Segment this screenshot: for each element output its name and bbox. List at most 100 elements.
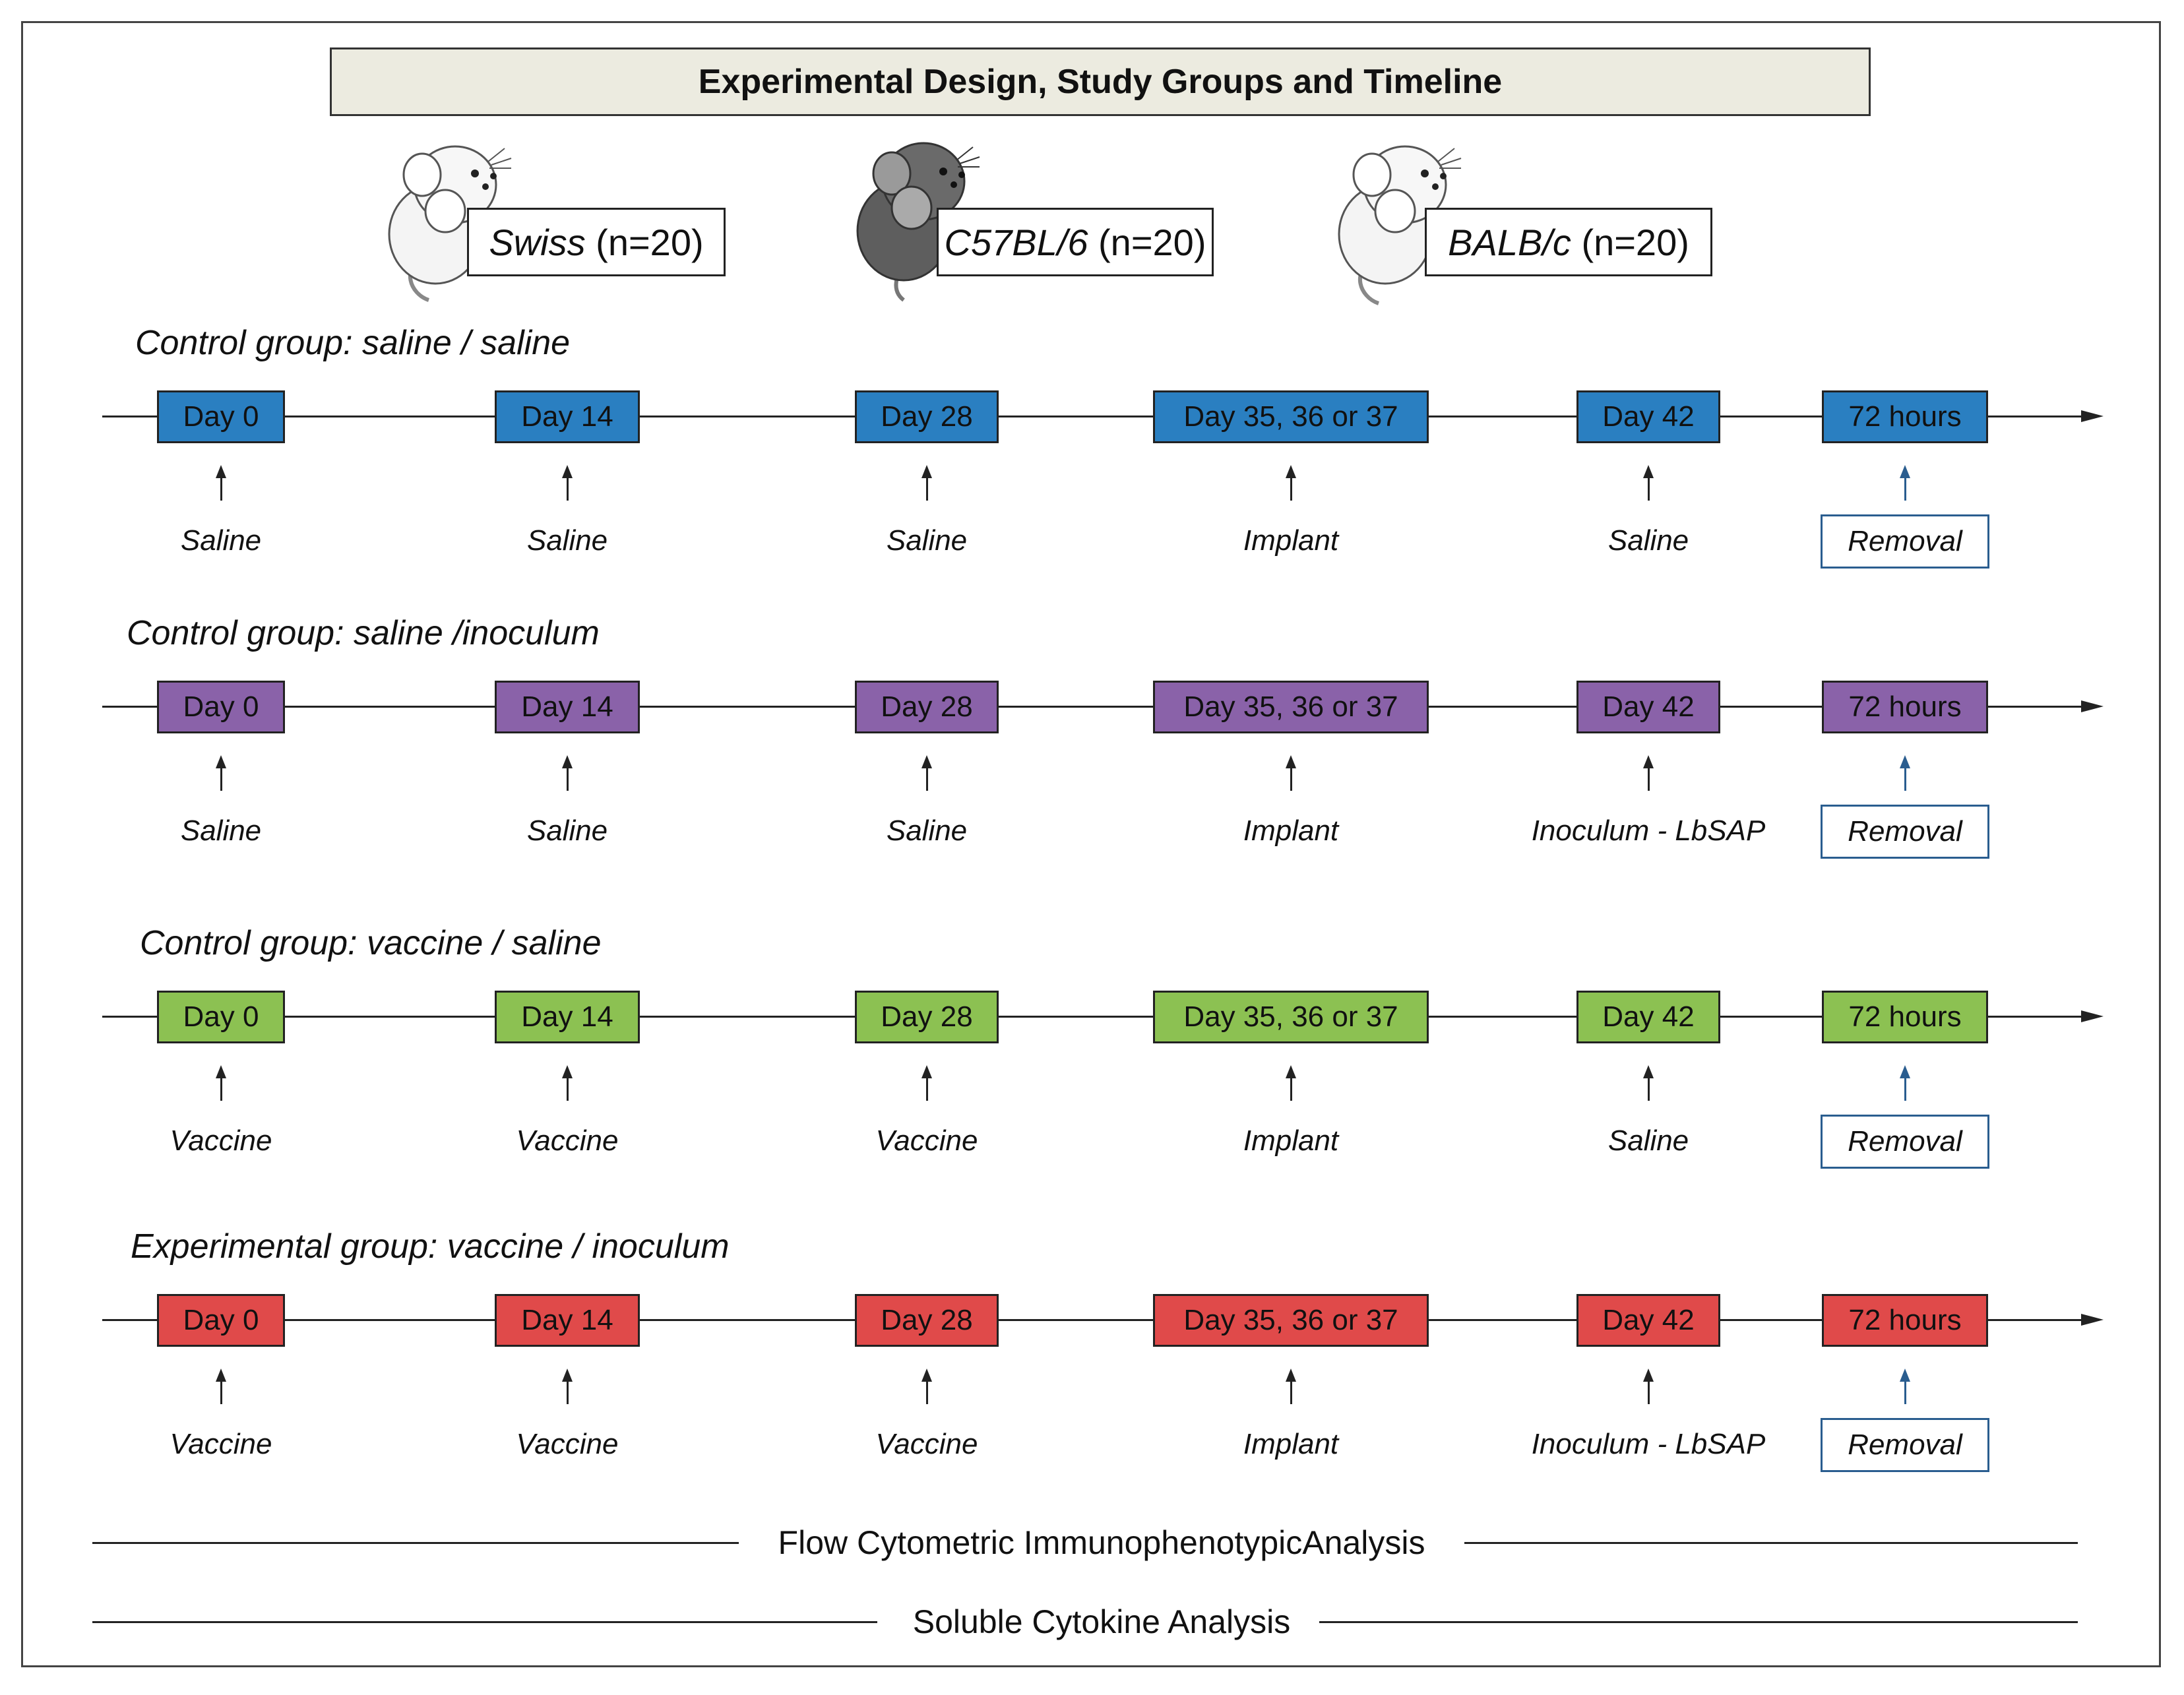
strain-label-swiss: Swiss (n=20) [467,208,726,276]
removal-box: Removal [1821,1115,1989,1169]
removal-box: Removal [1821,805,1989,859]
event-label: Saline [1607,1125,1689,1157]
timeline-arrowhead [2081,1010,2104,1022]
timepoint-box: Day 0 [157,991,285,1043]
timepoint-box: Day 28 [855,991,999,1043]
event-label: Implant [1243,1125,1339,1157]
timepoint-box: Day 42 [1576,390,1720,443]
event-label: Saline [180,524,262,557]
strain-count: (n=20) [1581,221,1689,263]
analysis-cytokine: Soluble Cytokine Analysis [92,1603,2078,1642]
strain-label-balbc: BALB/c (n=20) [1425,208,1712,276]
timepoint-box: Day 28 [855,390,999,443]
up-arrow-icon [562,755,573,792]
event-label: Inoculum - LbSAP [1531,1428,1766,1460]
event-label: Vaccine [875,1428,978,1460]
up-arrow-icon [1286,1065,1296,1102]
strain-name: C57BL/6 [944,221,1088,263]
timepoint-box: 72 hours [1822,1294,1988,1347]
up-arrow-icon [1900,755,1910,792]
timeline-line [102,1016,2081,1018]
figure-frame [21,21,2161,1667]
timepoint-box: Day 42 [1576,991,1720,1043]
event-label: Vaccine [516,1428,619,1460]
analysis-rule-right [1464,1542,2078,1544]
timepoint-box: Day 14 [495,991,640,1043]
strain-label-c57bl6: C57BL/6 (n=20) [937,208,1214,276]
event-label: Vaccine [875,1125,978,1157]
white-mouse-icon [1338,145,1462,305]
timepoint-box: Day 35, 36 or 37 [1153,1294,1429,1347]
timepoint-box: Day 35, 36 or 37 [1153,681,1429,733]
timepoint-box: 72 hours [1822,991,1988,1043]
timeline-line [102,706,2081,708]
white-mouse-icon [388,145,512,302]
removal-box: Removal [1821,514,1989,569]
timepoint-box: Day 14 [495,390,640,443]
timeline-arrowhead [2081,1314,2104,1326]
up-arrow-icon [216,1065,226,1102]
up-arrow-icon [1286,755,1296,792]
analysis-label: Soluble Cytokine Analysis [900,1603,1303,1641]
timepoint-box: Day 35, 36 or 37 [1153,991,1429,1043]
timeline-arrowhead [2081,700,2104,712]
analysis-label: Flow Cytometric ImmunophenotypicAnalysis [766,1524,1437,1562]
event-label: Implant [1243,524,1339,557]
up-arrow-icon [1900,465,1910,502]
group-title: Control group: saline / saline [135,324,571,362]
up-arrow-icon [1900,1065,1910,1102]
event-label: Implant [1243,1428,1339,1460]
timepoint-box: Day 0 [157,681,285,733]
timepoint-box: Day 42 [1576,681,1720,733]
up-arrow-icon [1900,1369,1910,1405]
up-arrow-icon [1643,755,1654,792]
strain-count: (n=20) [596,221,704,263]
figure-title: Experimental Design, Study Groups and Ti… [330,47,1871,116]
up-arrow-icon [216,755,226,792]
event-label: Saline [886,815,968,847]
timepoint-box: Day 35, 36 or 37 [1153,390,1429,443]
timepoint-box: Day 42 [1576,1294,1720,1347]
event-label: Saline [180,815,262,847]
up-arrow-icon [216,1369,226,1405]
timepoint-box: 72 hours [1822,681,1988,733]
analysis-rule-right [1319,1621,2078,1623]
timeline-line [102,1319,2081,1321]
strain-name: BALB/c [1448,221,1571,263]
event-label: Vaccine [516,1125,619,1157]
timepoint-box: Day 0 [157,390,285,443]
timepoint-box: Day 14 [495,1294,640,1347]
timeline-arrowhead [2081,410,2104,422]
removal-box: Removal [1821,1418,1989,1472]
group-title: Experimental group: vaccine / inoculum [131,1227,730,1266]
up-arrow-icon [921,1369,932,1405]
analysis-flow-cytometry: Flow Cytometric ImmunophenotypicAnalysis [92,1524,2078,1563]
up-arrow-icon [1643,1065,1654,1102]
up-arrow-icon [216,465,226,502]
up-arrow-icon [1643,465,1654,502]
event-label: Implant [1243,815,1339,847]
timepoint-box: Day 28 [855,681,999,733]
up-arrow-icon [1643,1369,1654,1405]
group-title: Control group: vaccine / saline [140,924,602,962]
group-title: Control group: saline /inoculum [127,614,600,652]
event-label: Vaccine [170,1428,272,1460]
up-arrow-icon [921,1065,932,1102]
event-label: Saline [1607,524,1689,557]
timepoint-box: 72 hours [1822,390,1988,443]
up-arrow-icon [562,1065,573,1102]
event-label: Vaccine [170,1125,272,1157]
timeline-line [102,416,2081,417]
up-arrow-icon [921,465,932,502]
event-label: Inoculum - LbSAP [1531,815,1766,847]
up-arrow-icon [562,465,573,502]
strain-name: Swiss [489,221,586,263]
event-label: Saline [526,524,608,557]
strain-count: (n=20) [1098,221,1206,263]
analysis-rule-left [92,1621,877,1623]
timepoint-box: Day 28 [855,1294,999,1347]
up-arrow-icon [562,1369,573,1405]
up-arrow-icon [1286,1369,1296,1405]
timepoint-box: Day 14 [495,681,640,733]
up-arrow-icon [1286,465,1296,502]
